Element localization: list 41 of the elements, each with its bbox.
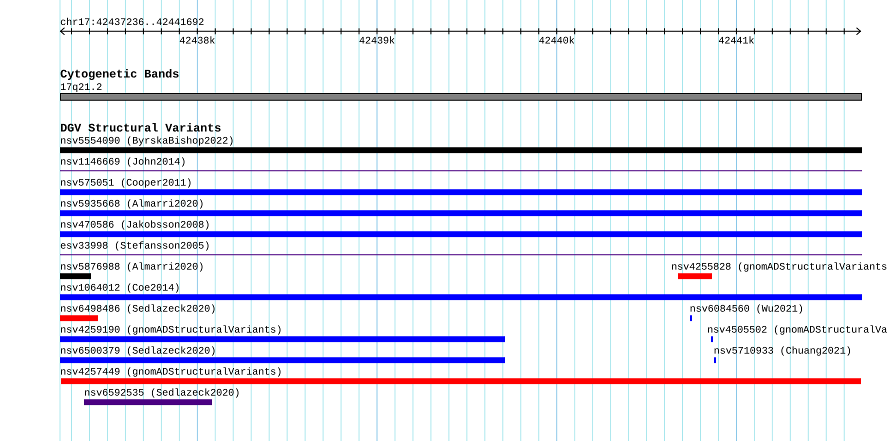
node-label: nsv6500379 (Sedlazeck2020)	[61, 346, 215, 356]
variant-line: esv33998 (Stefansson2005)	[60, 241, 862, 256]
node-label: nsv1064012 (Coe2014)	[61, 283, 179, 293]
node-label: nsv5554090 (ByrskaBishop2022)	[61, 136, 233, 146]
node-label: nsv4505502 (gnomADStructuralVa	[708, 325, 887, 335]
node-label: nsv575051 (Cooper2011)	[61, 178, 191, 188]
node-label: nsv5876988 (Almarri2020)	[61, 262, 203, 272]
tick-label: 42440k	[539, 36, 574, 44]
track-heading: Cytogenetic Bands	[60, 69, 179, 80]
node-label: nsv5710933 (Chuang2021)	[714, 346, 850, 356]
variant-bar: nsv575051 (Cooper2011)	[60, 178, 862, 196]
node-label: nsv4255828 (gnomADStructuralVariants	[672, 262, 886, 272]
node-label: nsv4259190 (gnomADStructuralVariants)	[61, 325, 281, 335]
node-label: nsv6084560 (Wu2021)	[690, 304, 802, 314]
tick-label: 42441k	[718, 36, 754, 44]
tick-label: 42438k	[180, 36, 215, 44]
variant-bar: nsv4505502 (gnomADStructuralVa	[708, 325, 887, 342]
node-label: nsv6592535 (Sedlazeck2020)	[85, 388, 239, 398]
node-label: nsv470586 (Jakobsson2008)	[61, 220, 209, 230]
variant-bar: nsv4259190 (gnomADStructuralVariants)	[60, 325, 505, 342]
variant-bar: nsv5935668 (Almarri2020)	[60, 199, 862, 216]
variant-bar: nsv4255828 (gnomADStructuralVariants	[672, 262, 886, 280]
variant-bar: nsv5554090 (ByrskaBishop2022)	[60, 136, 862, 154]
cytoband-bar: 17q21.2	[60, 83, 862, 101]
variant-bar: nsv5876988 (Almarri2020)	[60, 262, 203, 280]
variant-bar: nsv4257449 (gnomADStructuralVariants)	[61, 367, 862, 384]
variant-bar: nsv6500379 (Sedlazeck2020)	[60, 346, 505, 364]
node-label: nsv5935668 (Almarri2020)	[61, 199, 203, 209]
tick-label: 42439k	[360, 36, 394, 44]
node-label: nsv4257449 (gnomADStructuralVariants)	[61, 367, 281, 377]
node-label: nsv6498486 (Sedlazeck2020)	[61, 304, 215, 314]
track-heading: DGV Structural Variants	[60, 123, 221, 132]
variant-bar: nsv5710933 (Chuang2021)	[714, 346, 850, 364]
variant-bar: nsv6498486 (Sedlazeck2020)	[60, 304, 215, 322]
variant-bar: nsv470586 (Jakobsson2008)	[60, 220, 862, 238]
variant-line: nsv1146669 (John2014)	[60, 157, 862, 172]
variant-bar: nsv6592535 (Sedlazeck2020)	[84, 388, 239, 406]
location-label: chr17:42437236..42441692	[60, 18, 204, 26]
variant-bar: nsv6084560 (Wu2021)	[690, 304, 802, 322]
variant-bar: nsv1064012 (Coe2014)	[60, 283, 862, 300]
node-label: 17q21.2	[60, 83, 102, 92]
